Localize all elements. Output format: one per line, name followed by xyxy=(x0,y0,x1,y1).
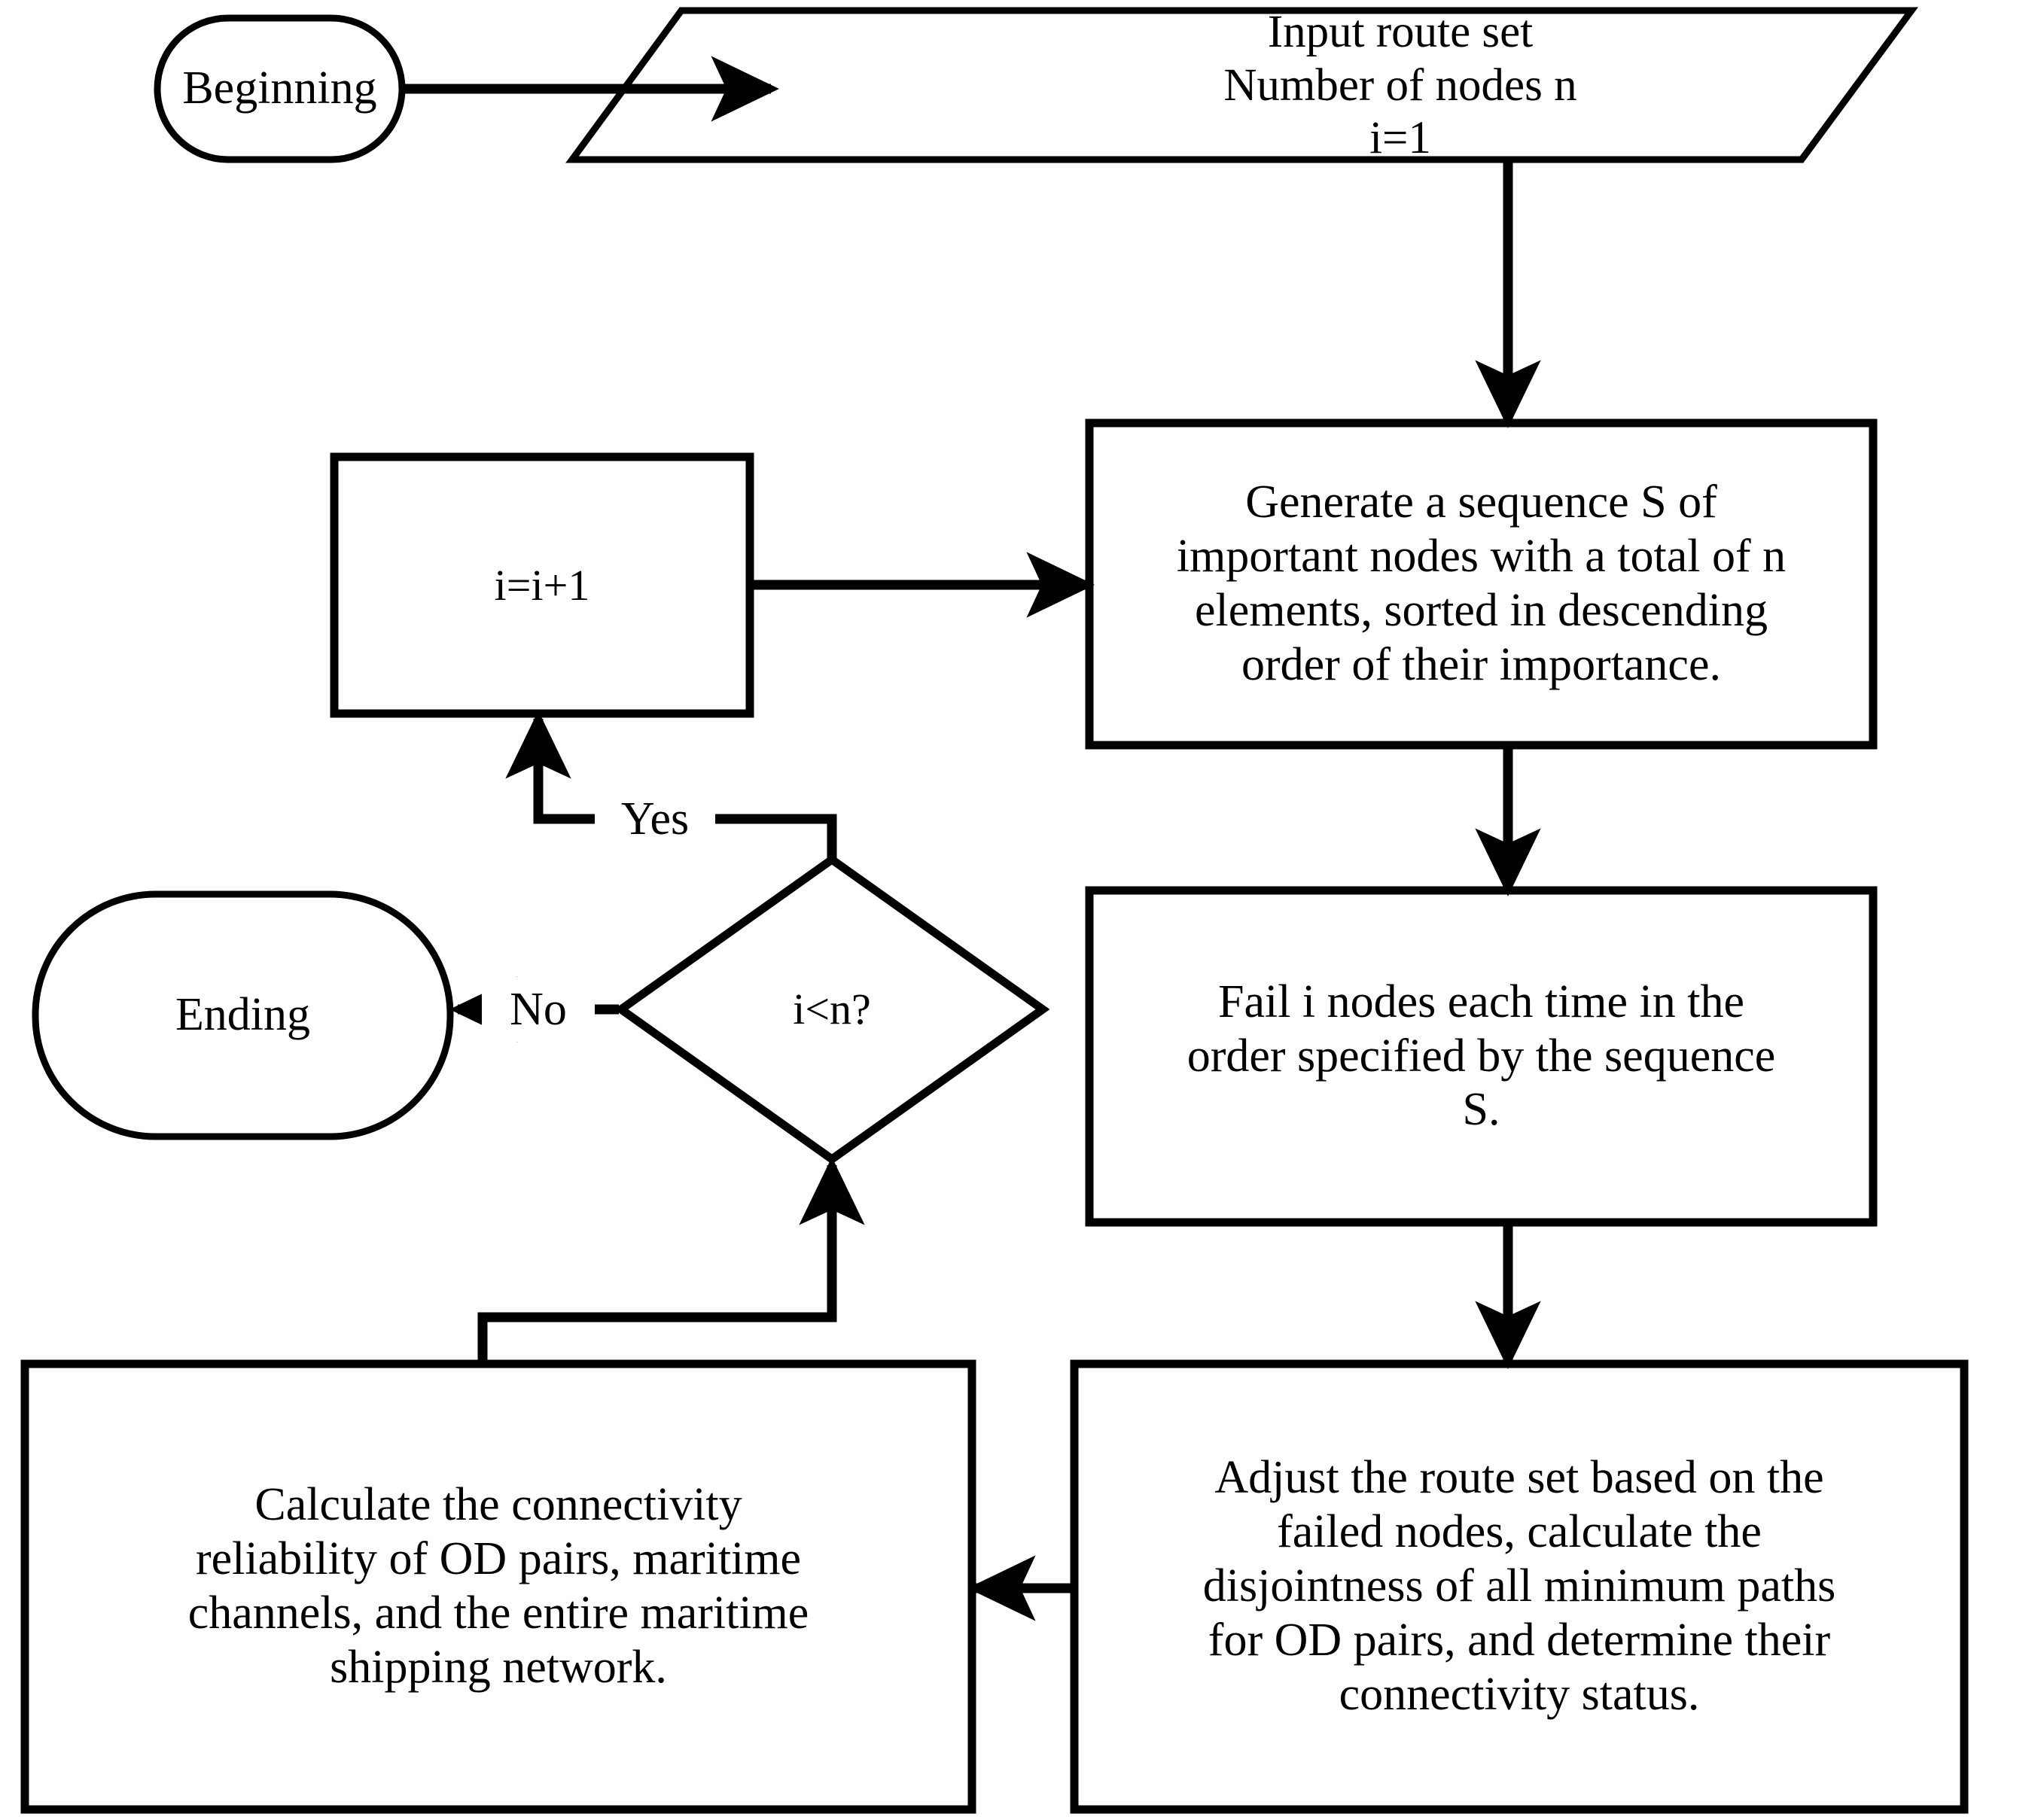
node-ending-shape[interactable] xyxy=(32,890,454,1140)
edge-label-no: No xyxy=(482,977,595,1042)
edge-calculate-to-decision xyxy=(477,1157,865,1362)
node-adjust-shape[interactable] xyxy=(1070,1359,1969,1814)
node-calculate-shape[interactable] xyxy=(20,1359,976,1814)
node-input-shape[interactable] xyxy=(565,7,1918,163)
node-fail-shape[interactable] xyxy=(1085,886,1878,1227)
node-generate-shape[interactable] xyxy=(1085,418,1878,750)
node-beginning-shape[interactable] xyxy=(154,14,406,163)
edge-label-yes: Yes xyxy=(595,785,715,853)
node-decision-shape[interactable] xyxy=(614,854,1050,1164)
node-increment-shape[interactable] xyxy=(330,452,754,718)
